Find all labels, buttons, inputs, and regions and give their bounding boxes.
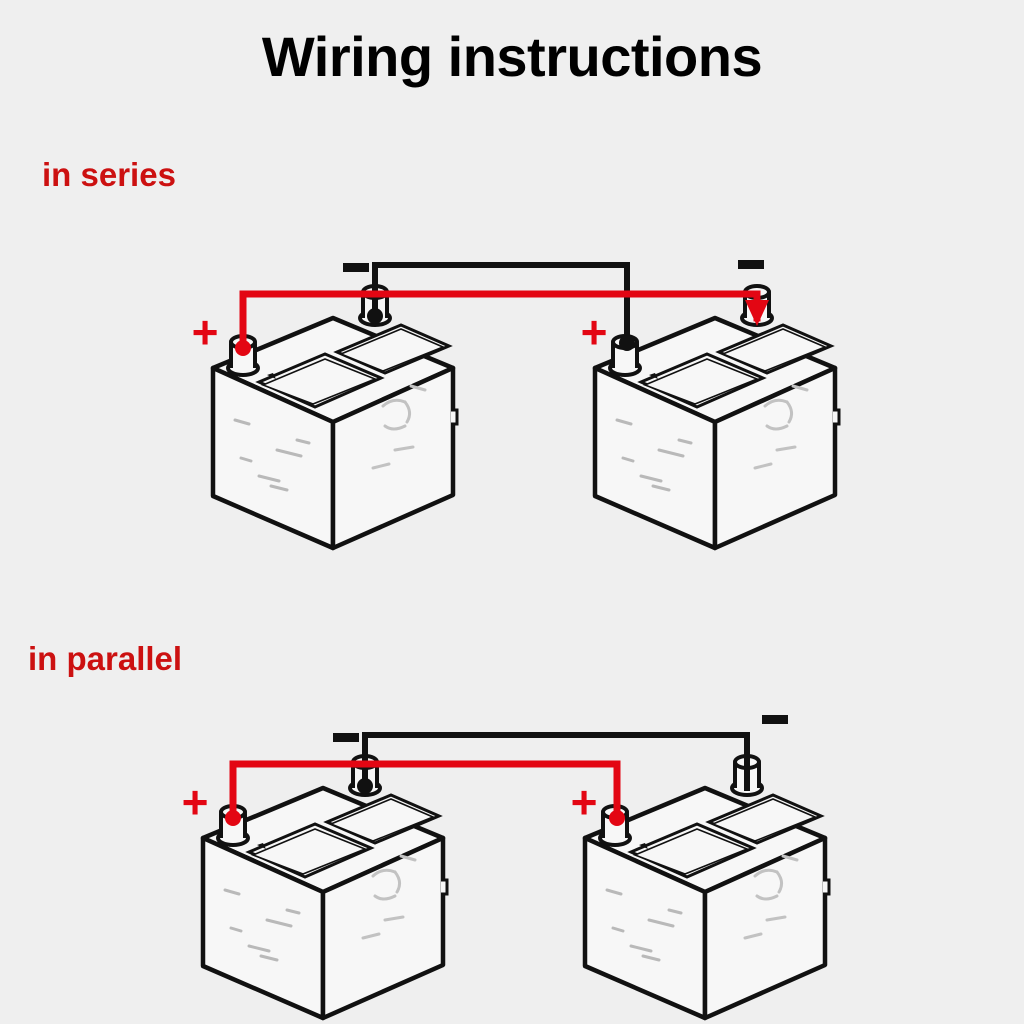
wire-series-positive-start-node xyxy=(235,340,251,356)
battery-parallel-right xyxy=(585,754,829,1018)
sign-parallel-left-negative xyxy=(333,733,359,742)
wire-parallel-negative-start-node xyxy=(357,778,373,794)
wire-parallel-positive-start-node xyxy=(225,810,241,826)
wire-parallel-positive xyxy=(229,760,621,824)
wire-series-negative-end-node xyxy=(619,335,635,351)
wire-parallel-positive-end-node xyxy=(609,810,625,826)
wire-series-negative-start-node xyxy=(367,308,383,324)
sign-parallel-right-negative xyxy=(762,715,788,724)
sign-series-right-positive: + xyxy=(581,306,608,358)
sign-parallel-right-positive: + xyxy=(571,776,598,828)
sign-series-left-negative xyxy=(343,263,369,272)
page-title: Wiring instructions xyxy=(261,25,763,88)
section-label-parallel: in parallel xyxy=(28,640,183,677)
wire-series-positive-arrow xyxy=(745,300,769,326)
section-label-series: in series xyxy=(42,156,176,193)
sign-series-right-negative xyxy=(738,260,764,269)
sign-parallel-left-positive: + xyxy=(182,776,209,828)
sign-series-left-positive: + xyxy=(192,306,219,358)
battery-parallel-left xyxy=(203,754,447,1018)
